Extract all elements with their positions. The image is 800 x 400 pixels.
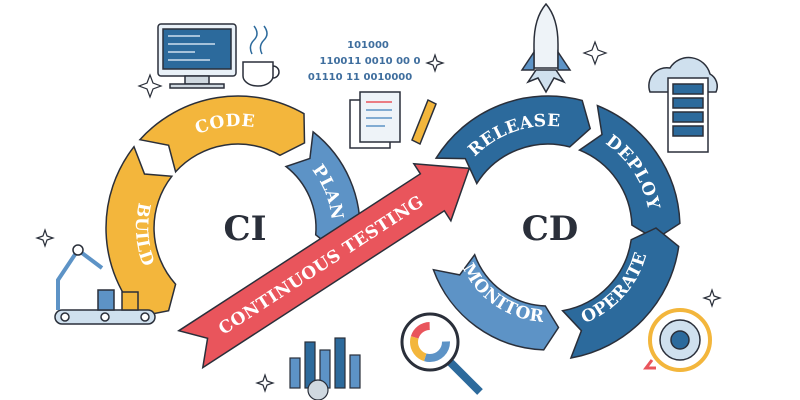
- cd-label: CD: [522, 209, 579, 249]
- operate-segment: [561, 227, 680, 359]
- server-cloud-icon: [648, 56, 718, 153]
- bar-chart-icon: [289, 337, 361, 400]
- rocket-icon: [520, 2, 572, 94]
- monitor-segment: [432, 253, 560, 351]
- robot-arm-icon: [54, 244, 156, 325]
- coffee-cup-icon: [242, 25, 280, 87]
- code-segment: [138, 95, 306, 174]
- gear-cycle-icon: [643, 308, 712, 372]
- computer-icon: [157, 23, 237, 89]
- ci-label: CI: [224, 209, 267, 249]
- documents-icon: [349, 91, 437, 149]
- deploy-segment: [577, 104, 681, 241]
- magnifier-chart-icon: [400, 312, 483, 395]
- sparkle-icons: [35, 40, 722, 393]
- binary-line-3: 01110 11 0010000: [308, 72, 412, 83]
- binary-line-1: 101000: [347, 40, 389, 51]
- binary-line-2: 110011 0010 00 0: [320, 56, 421, 67]
- release-segment: [434, 95, 592, 186]
